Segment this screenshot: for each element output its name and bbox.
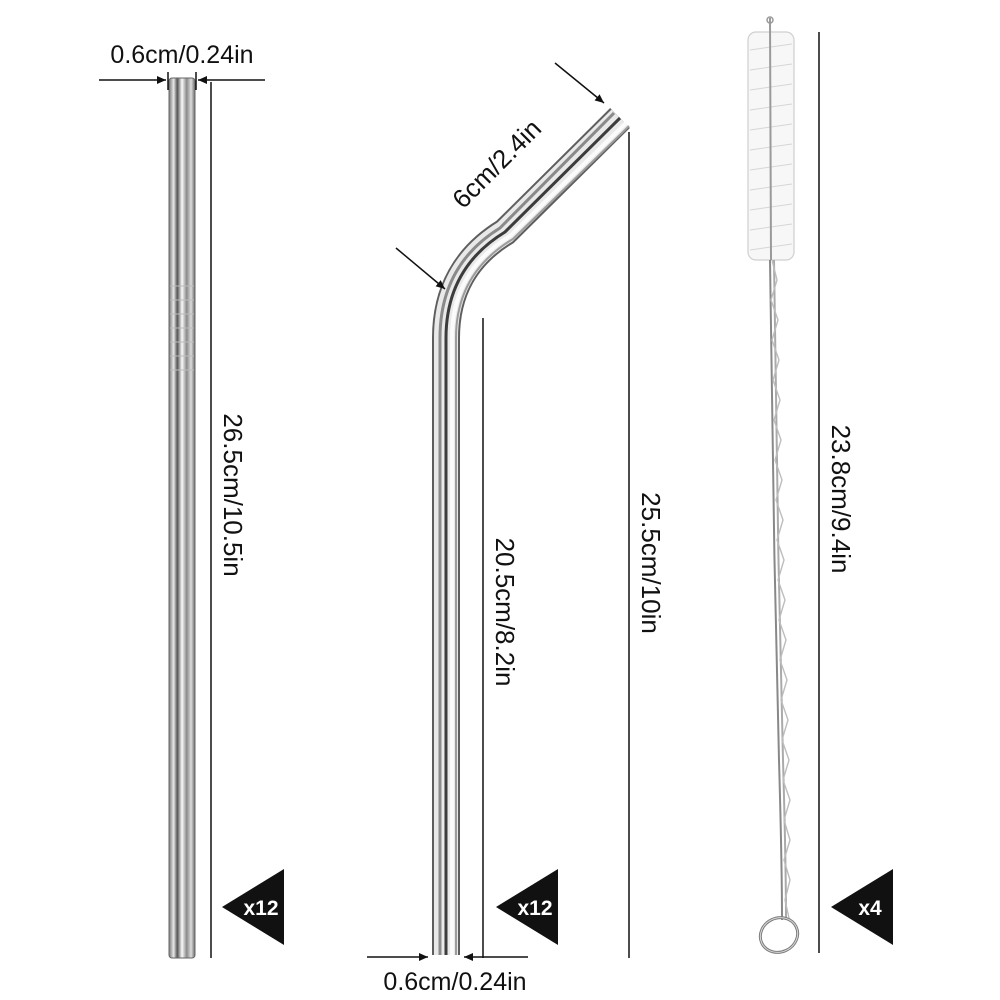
bent-straw-quantity-label: x12 — [517, 897, 552, 920]
straight-straw-diameter-dimension — [99, 72, 265, 90]
straight-straw-quantity-badge: x12 — [222, 869, 284, 945]
straight-straw-ridges — [170, 285, 194, 371]
cleaning-brush — [747, 16, 800, 954]
bent-straw-lower-length-label: 20.5cm/8.2in — [490, 538, 520, 687]
brush-quantity-badge: x4 — [831, 869, 893, 945]
bent-straw-quantity-badge: x12 — [496, 869, 558, 945]
straight-straw-diameter-label: 0.6cm/0.24in — [110, 41, 253, 69]
brush-quantity-label: x4 — [858, 897, 882, 920]
brush-wire-handle — [769, 259, 791, 921]
bent-straw — [432, 108, 630, 955]
straight-straw-body — [168, 77, 196, 959]
bent-section-arrows — [395, 62, 605, 290]
brush-loop — [758, 916, 800, 954]
bent-straw-total-length-label: 25.5cm/10in — [636, 492, 666, 634]
straight-straw — [168, 77, 196, 959]
brush-length-label: 23.8cm/9.4in — [826, 425, 856, 574]
bent-straw-diameter-label: 0.6cm/0.24in — [383, 968, 526, 996]
straight-straw-length-label: 26.5cm/10.5in — [218, 413, 248, 576]
straight-straw-quantity-label: x12 — [243, 897, 278, 920]
brush-bristles — [747, 16, 795, 261]
